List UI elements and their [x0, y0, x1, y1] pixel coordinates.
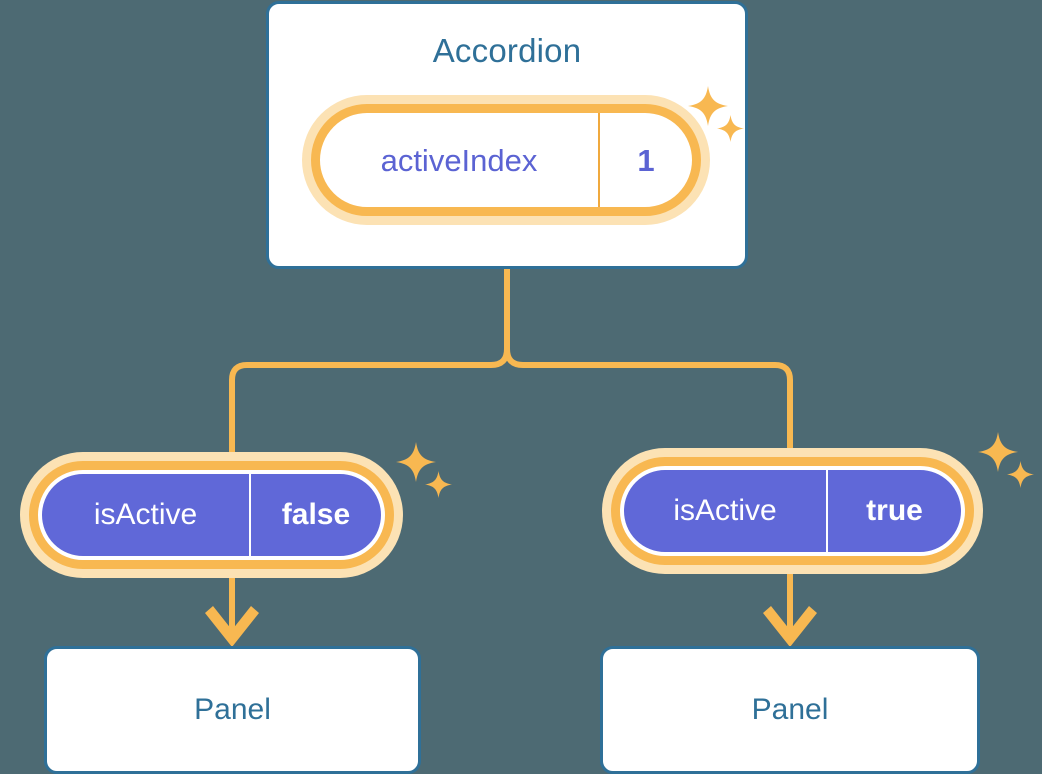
- state-pill-key: isActive: [93, 498, 198, 531]
- state-pill-isactive-true[interactable]: isActive true: [620, 466, 965, 556]
- state-pill-value: false: [249, 474, 381, 556]
- state-pill-value: 1: [598, 113, 692, 207]
- arrowhead-left: [205, 606, 259, 647]
- panel-title: Panel: [751, 693, 829, 726]
- panel-title: Panel: [194, 693, 271, 726]
- page-title: Accordion: [432, 32, 582, 69]
- component-card-panel-right[interactable]: Panel: [600, 646, 980, 774]
- component-card-panel-left[interactable]: Panel: [44, 646, 421, 774]
- state-pill-key: activeIndex: [380, 142, 538, 178]
- connector-branch-right: [504, 348, 793, 475]
- arrowhead-right: [763, 606, 817, 647]
- state-pill-value: true: [826, 470, 961, 552]
- connector-branch-left: [229, 348, 510, 475]
- state-pill-isactive-false[interactable]: isActive false: [38, 470, 385, 560]
- state-pill-active-index[interactable]: activeIndex 1: [311, 104, 701, 216]
- state-pill-key: isActive: [673, 494, 777, 527]
